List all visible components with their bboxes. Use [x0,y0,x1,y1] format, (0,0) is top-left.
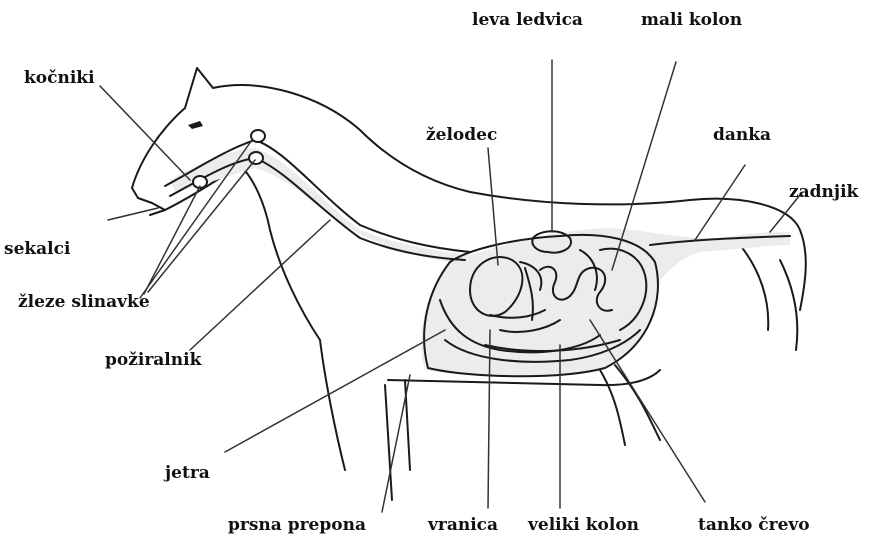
label-vranica: vranica [428,515,498,535]
leader-zelodec [488,148,498,265]
label-zadnjik: zadnjik [789,182,858,202]
label-sekalci: sekalci [4,239,70,259]
label-leva-ledvica: leva ledvica [472,10,583,30]
horse-hind-leg-outline [740,245,797,350]
leader-danka [695,165,745,240]
leader-jetra [225,330,445,452]
leader-tanko-crevo [590,320,705,502]
label-veliki-kolon: veliki kolon [528,515,639,535]
salivary-gland-2 [249,152,263,164]
label-mali-kolon: mali kolon [641,10,742,30]
label-poziralnik: požiralnik [105,350,201,370]
digestive-tract-fill [170,148,790,376]
leader-kocniki [100,86,190,180]
label-zelodec: želodec [426,125,497,145]
horse-eye [188,121,203,129]
salivary-gland-1 [251,130,265,142]
label-tanko-crevo: tanko črevo [698,515,810,535]
leader-zleze-2 [140,140,252,298]
label-prsna-prepona: prsna prepona [228,515,366,535]
label-kocniki: kočniki [24,68,95,88]
label-jetra: jetra [165,463,210,483]
leader-poziralnik [190,220,330,350]
label-danka: danka [713,125,771,145]
label-zleze-slinavke: žleze slinavke [18,292,150,312]
